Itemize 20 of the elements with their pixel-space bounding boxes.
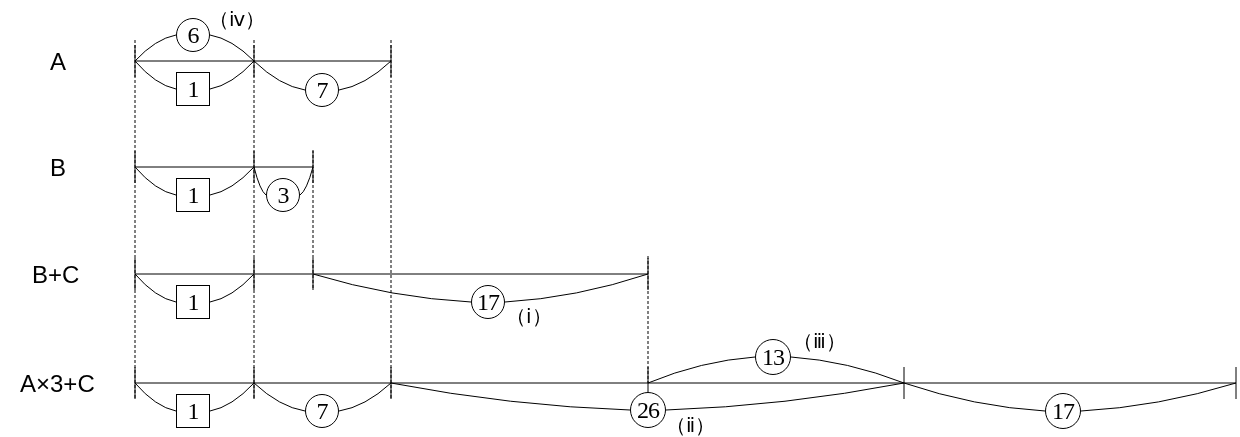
circled-number: 17 (471, 285, 505, 319)
step-note: （ⅲ） (793, 329, 846, 353)
circled-number: 26 (630, 392, 666, 428)
step-note: （ⅳ） (209, 7, 265, 31)
circled-number: 13 (755, 339, 791, 375)
circled-number: 7 (305, 394, 339, 428)
circled-number: 6 (176, 18, 210, 52)
step-note: （ⅱ） (666, 413, 715, 437)
step-note: （ⅰ） (506, 304, 552, 328)
circled-number: 3 (266, 178, 300, 212)
boxed-number: 1 (176, 285, 210, 319)
row-label: A (50, 48, 66, 76)
boxed-number: 1 (176, 394, 210, 428)
row-label: A×3+C (20, 370, 95, 398)
row-label: B+C (32, 261, 80, 289)
boxed-number: 1 (176, 72, 210, 106)
circled-number: 7 (305, 73, 339, 107)
row-label: B (50, 154, 66, 182)
boxed-number: 1 (176, 178, 210, 212)
circled-number: 17 (1045, 393, 1081, 429)
